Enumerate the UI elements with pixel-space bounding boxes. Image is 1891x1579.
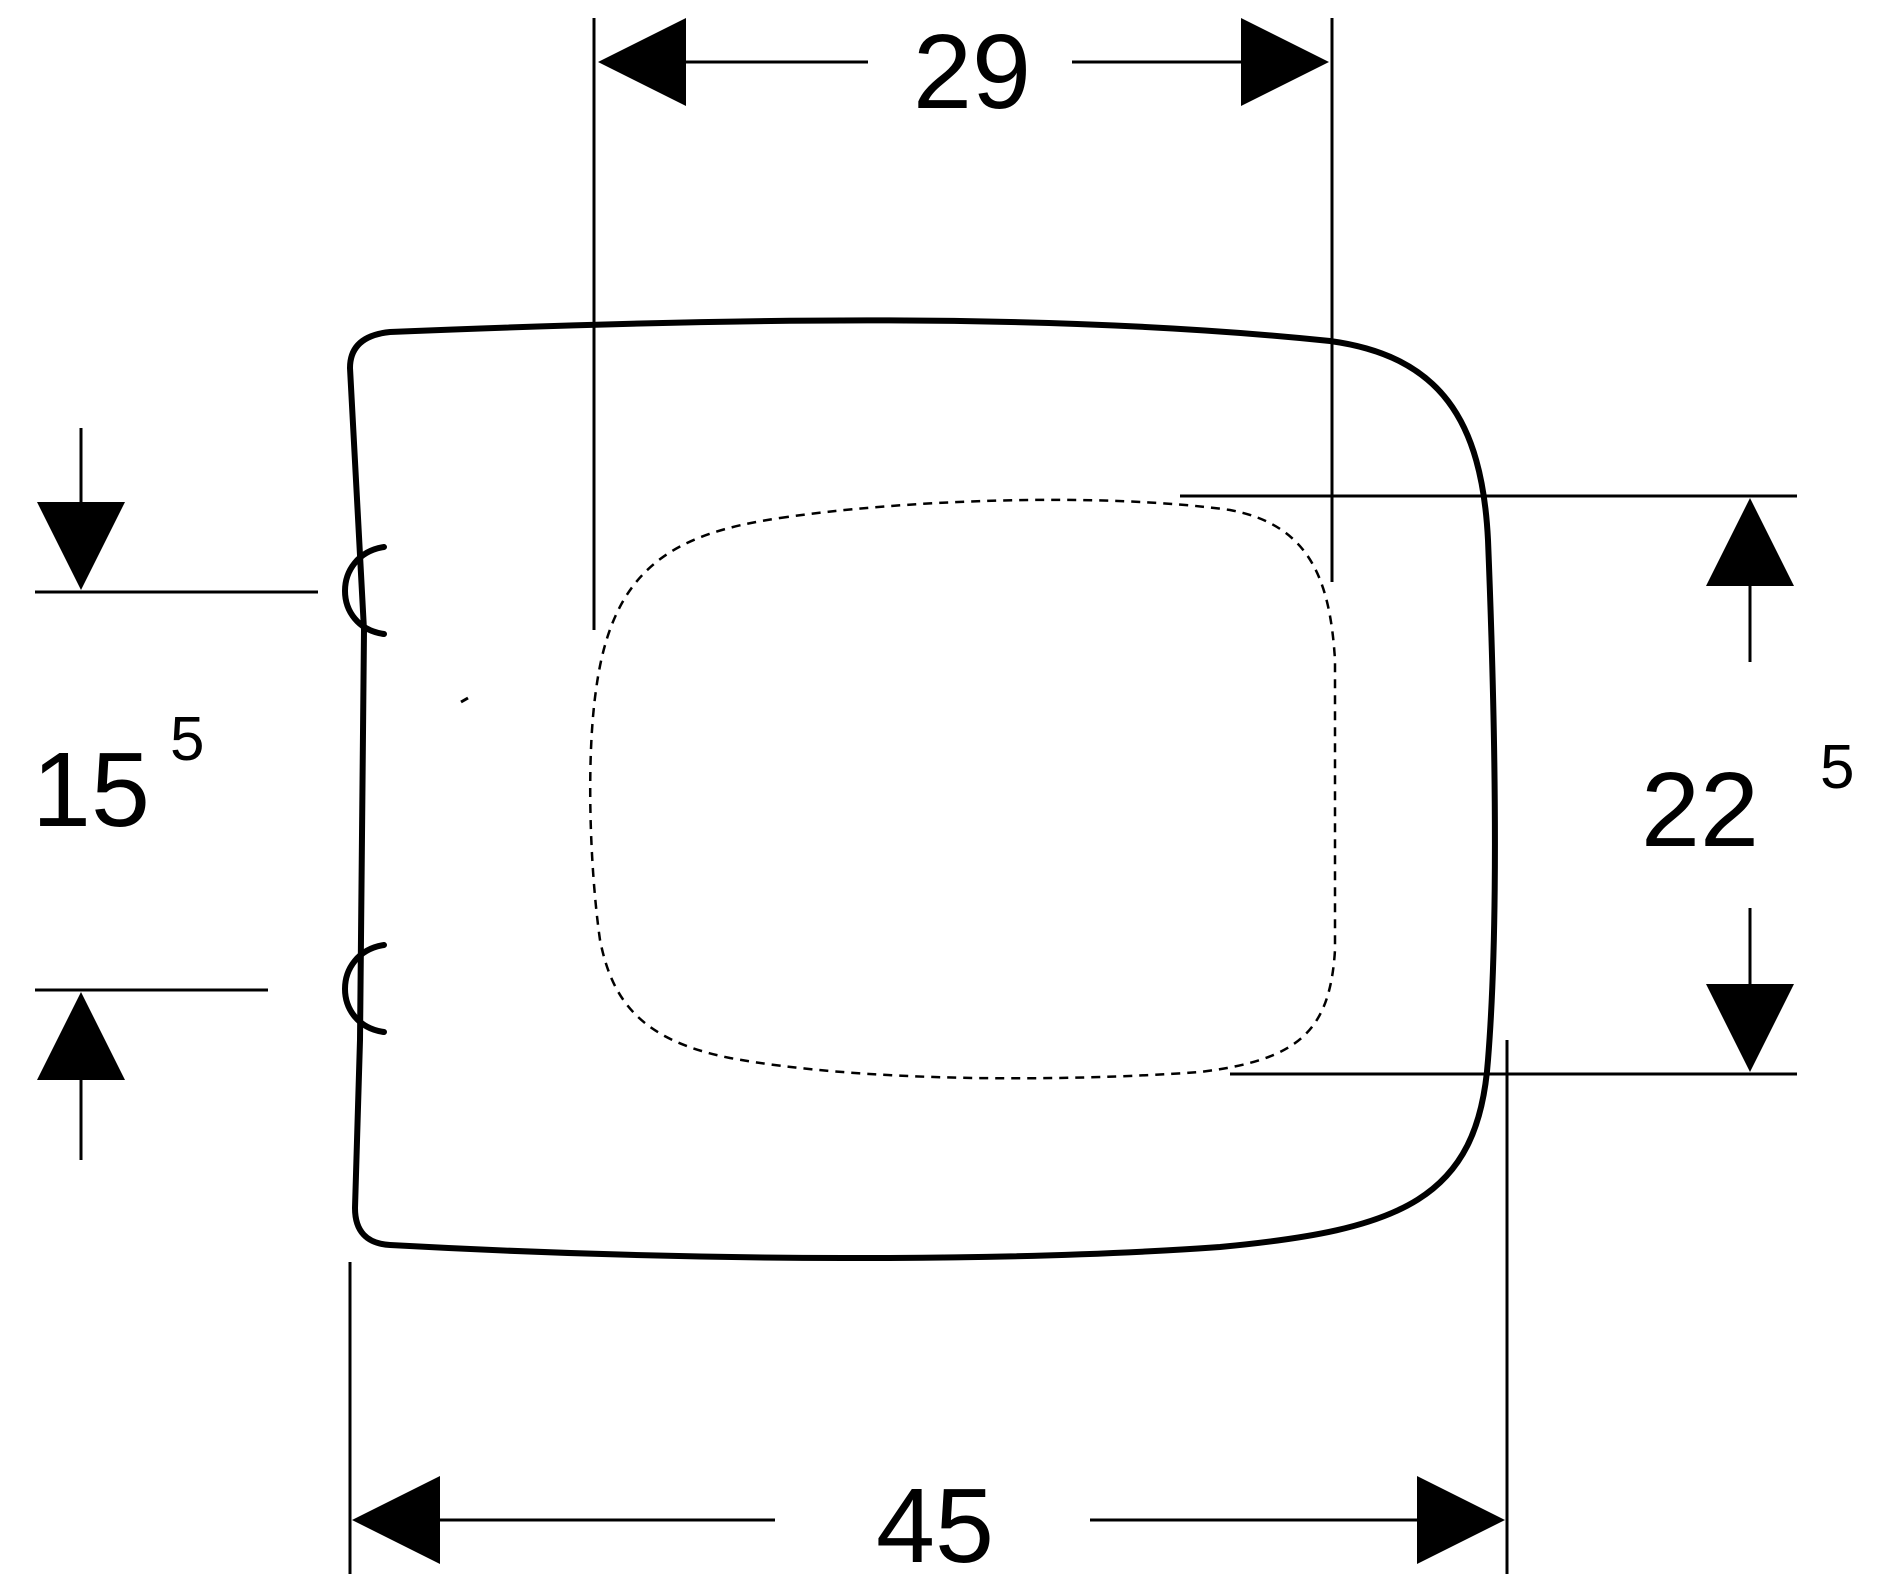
dimension-superscript-opening-depth: 5 [1820,733,1854,802]
arrowhead-inner-left [598,18,686,106]
dimension-value-hinge-spacing: 15 [32,731,150,849]
hinge-notch-bottom [342,942,387,1035]
dimension-label-inner-width: 29 [913,13,1031,131]
arrowhead-outer-right [1417,1476,1505,1564]
arrowhead-hinge-top [37,502,125,590]
hinge-notch-top [342,544,387,637]
stray-mark [460,696,469,704]
dimension-superscript-hinge-spacing: 5 [170,705,204,774]
dimension-label-hinge-spacing: 15 [32,731,150,849]
dimension-opening-depth: 22 5 [1180,494,1854,1076]
inner-opening-dashed [588,498,1337,1080]
dimension-label-outer-width: 45 [876,1467,994,1579]
arrowhead-depth-bottom [1706,984,1794,1072]
arrowhead-outer-left [352,1476,440,1564]
dimension-outer-width: 45 [348,1040,1509,1579]
seat-outline [347,317,1498,1262]
arrowhead-depth-top [1706,498,1794,586]
dimension-label-opening-depth: 22 [1641,751,1759,869]
dimension-value-opening-depth: 22 [1641,751,1759,869]
arrowhead-hinge-bottom [37,992,125,1080]
dimension-hinge-spacing: 15 5 [32,428,318,1160]
dimension-inner-width: 29 [592,13,1334,630]
arrowhead-inner-right [1241,18,1329,106]
dimension-value-outer-width: 45 [876,1467,994,1579]
dimension-value-inner-width: 29 [913,13,1031,131]
